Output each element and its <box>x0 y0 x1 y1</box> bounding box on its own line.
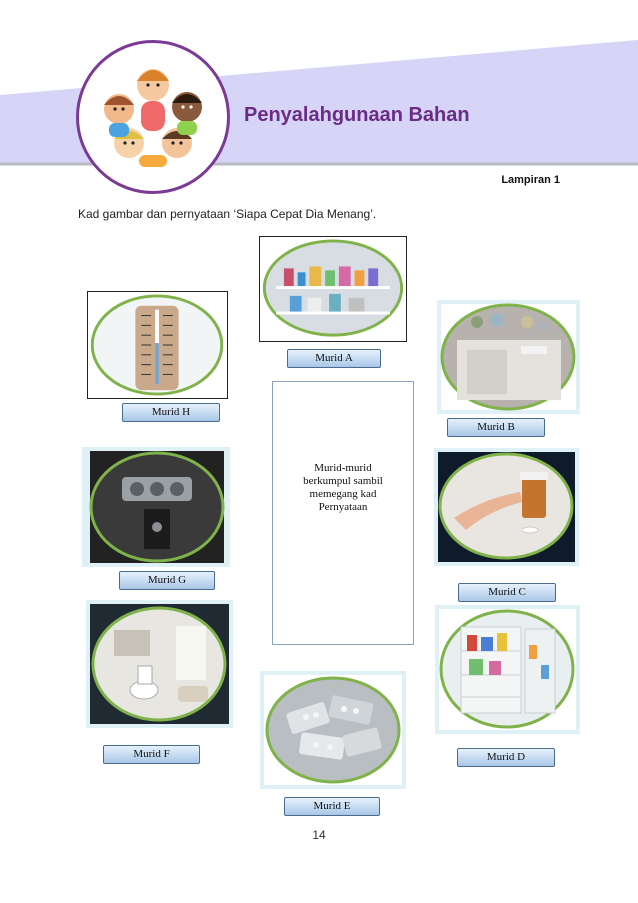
statement-line: berkumpul sambil <box>303 475 383 487</box>
picture-card-g <box>82 447 230 567</box>
statement-line: Murid-murid <box>314 462 372 474</box>
murid-c-label: Murid C <box>458 583 556 602</box>
murid-b-label: Murid B <box>447 418 545 437</box>
picture-card-e <box>260 671 406 789</box>
murid-g-label: Murid G <box>119 571 215 590</box>
car-interior-photo <box>89 451 225 563</box>
murid-d-label: Murid D <box>457 748 555 767</box>
children-logo <box>76 40 230 194</box>
cabinet-photo <box>440 303 576 411</box>
picture-card-d <box>435 605 580 734</box>
statement-box: Murid-murid berkumpul sambil memegang ka… <box>272 381 414 645</box>
page-number: 14 <box>312 828 326 842</box>
murid-a-label: Murid A <box>287 349 381 368</box>
murid-f-label: Murid F <box>103 745 200 764</box>
statement-line: Pernyataan <box>318 501 368 513</box>
picture-card-a <box>259 236 407 342</box>
statement-text: Murid-murid berkumpul sambil memegang ka… <box>273 462 413 514</box>
thermometer-photo <box>90 294 224 396</box>
murid-h-label: Murid H <box>122 403 220 422</box>
picture-card-f <box>86 600 233 728</box>
shelf-photo <box>262 239 404 337</box>
statement-line: memegang kad <box>309 488 377 500</box>
picture-card-h <box>87 291 228 399</box>
refrigerator-photo <box>439 609 576 730</box>
murid-e-label: Murid E <box>284 797 380 816</box>
picture-card-c <box>434 448 579 566</box>
appendix-label: Lampiran 1 <box>501 174 560 186</box>
hand-pills-photo <box>438 452 575 562</box>
pills-photo <box>264 675 402 785</box>
bathroom-photo <box>90 604 229 724</box>
picture-card-b <box>437 300 580 414</box>
intro-text: Kad gambar dan pernyataan ‘Siapa Cepat D… <box>78 207 377 221</box>
page-title: Penyalahgunaan Bahan <box>244 104 470 126</box>
